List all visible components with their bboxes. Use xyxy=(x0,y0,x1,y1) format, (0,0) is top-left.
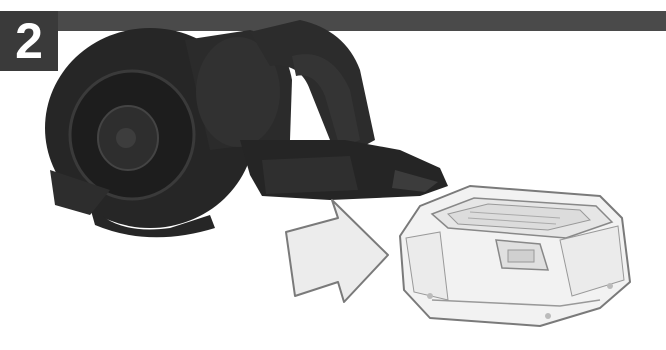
arrow-right-icon xyxy=(286,200,388,302)
battery-pack-icon xyxy=(400,186,630,326)
circular-saw-icon xyxy=(45,20,448,237)
